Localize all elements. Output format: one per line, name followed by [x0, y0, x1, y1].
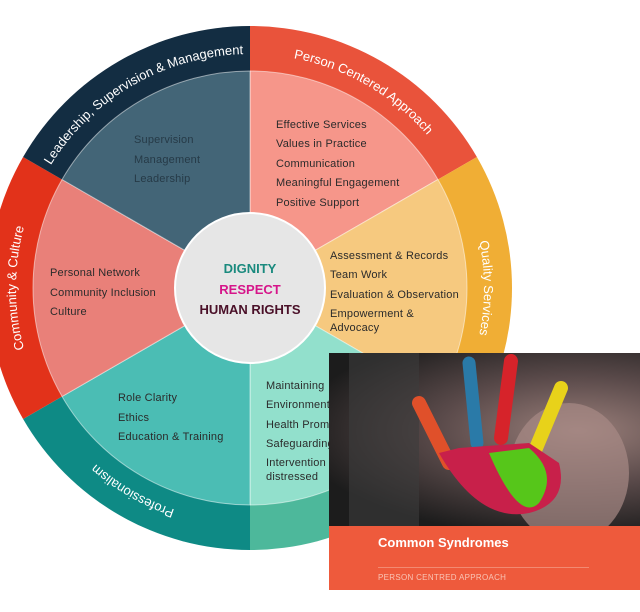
- item-health-promotion: Health Prom: [266, 419, 330, 431]
- item-leadership: Leadership: [134, 173, 191, 185]
- item-positive-support: Positive Support: [276, 197, 360, 209]
- item-evaluation-observation: Evaluation & Observation: [330, 289, 459, 301]
- item-management: Management: [134, 154, 201, 166]
- item-role-clarity: Role Clarity: [118, 392, 178, 404]
- item-advocacy: Advocacy: [330, 322, 380, 334]
- item-culture: Culture: [50, 306, 87, 318]
- item-distressed: distressed: [266, 471, 319, 483]
- item-team-work: Team Work: [330, 269, 388, 281]
- item-meaningful-engagement: Meaningful Engagement: [276, 177, 400, 189]
- item-maintaining: Maintaining: [266, 380, 325, 392]
- item-values-in-practice: Values in Practice: [276, 138, 367, 150]
- item-supervision: Supervision: [134, 134, 194, 146]
- card-photo: [329, 353, 640, 526]
- item-empowerment: Empowerment &: [330, 308, 414, 320]
- center-human-rights: HUMAN RIGHTS: [199, 302, 301, 317]
- center-circle: [174, 212, 326, 364]
- item-intervention: Intervention: [266, 457, 326, 469]
- card-divider: [378, 567, 589, 568]
- item-environment: Environment: [266, 399, 330, 411]
- item-safeguarding: Safeguarding: [266, 438, 334, 450]
- item-personal-network: Personal Network: [50, 267, 141, 279]
- item-ethics: Ethics: [118, 412, 150, 424]
- center-respect: RESPECT: [219, 282, 281, 297]
- article-card[interactable]: Common Syndromes PERSON CENTRED APPROACH: [329, 353, 640, 590]
- item-community-inclusion: Community Inclusion: [50, 287, 156, 299]
- item-assessment-records: Assessment & Records: [330, 250, 449, 262]
- item-communication: Communication: [276, 158, 356, 170]
- painted-hand-image: [349, 353, 629, 526]
- item-effective-services: Effective Services: [276, 119, 367, 131]
- sector-inner-4[interactable]: [32, 178, 251, 398]
- center-dignity: DIGNITY: [223, 261, 277, 276]
- item-education-training: Education & Training: [118, 431, 224, 443]
- card-category[interactable]: PERSON CENTRED APPROACH: [378, 573, 507, 582]
- card-title[interactable]: Common Syndromes: [378, 535, 509, 550]
- sector-title-1: Quality Services: [476, 239, 496, 337]
